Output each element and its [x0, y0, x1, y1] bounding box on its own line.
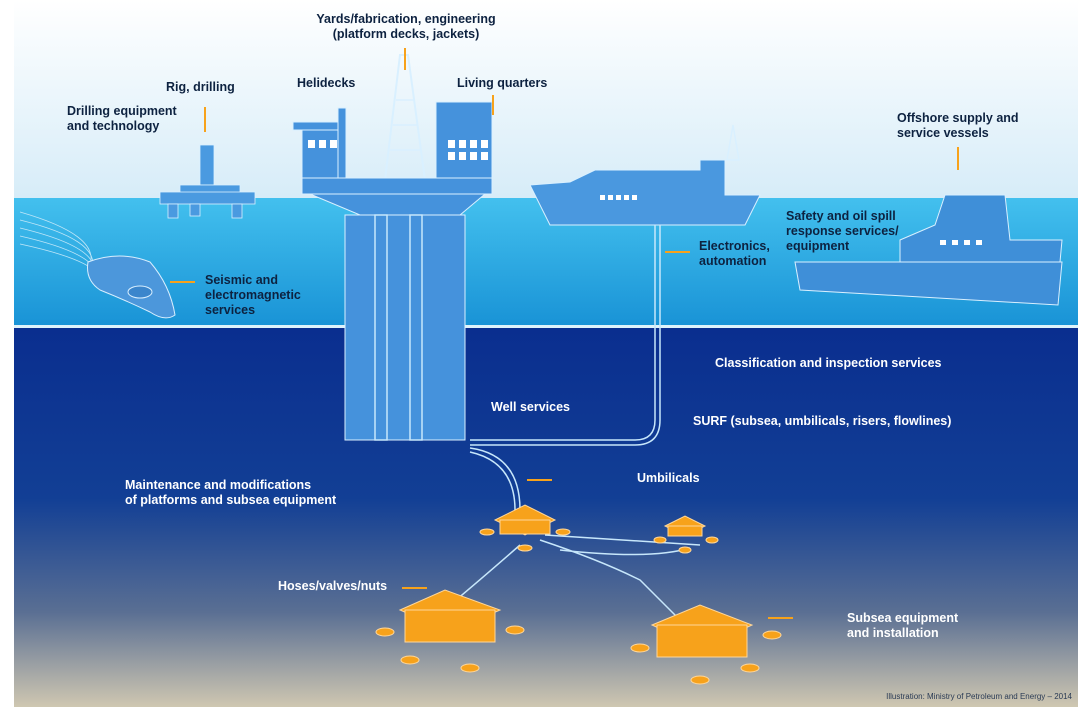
label-offshore-supply: Offshore supply and service vessels — [897, 111, 1019, 140]
platform-windows — [308, 140, 488, 160]
subsea-template-small-1 — [479, 504, 571, 552]
label-living-quarters: Living quarters — [457, 76, 548, 90]
label-yards: Yards/fabrication, engineering (platform… — [316, 12, 496, 41]
label-maintenance: Maintenance and modifications of platfor… — [125, 478, 337, 507]
subsea-template-large-1 — [375, 589, 525, 673]
sky-background — [14, 0, 1078, 200]
supply-vessel-windows — [940, 240, 982, 245]
label-rig-drilling: Rig, drilling — [166, 80, 235, 94]
label-well-services: Well services — [491, 400, 570, 414]
illustration-credit: Illustration: Ministry of Petroleum and … — [886, 692, 1072, 701]
subsea-template-large-2 — [630, 604, 782, 685]
label-hoses: Hoses/valves/nuts — [278, 579, 388, 593]
platform-leg-outlines — [374, 214, 423, 441]
supply-vessel — [794, 194, 1063, 306]
drilling-ship-portholes — [600, 195, 637, 200]
label-classification: Classification and inspection services — [715, 356, 942, 370]
label-subsea-equipment: Subsea equipment and installation — [847, 611, 959, 640]
label-safety-oil-spill: Safety and oil spill response services/ … — [786, 209, 899, 253]
subsea-template-small-2 — [653, 515, 719, 554]
drilling-ship — [529, 124, 761, 226]
label-surf: SURF (subsea, umbilicals, risers, flowli… — [693, 414, 952, 428]
seismic-vessel — [87, 255, 176, 319]
label-electronics: Electronics, automation — [699, 239, 770, 268]
drilling-rig — [159, 144, 256, 219]
production-platform — [292, 54, 493, 441]
label-drilling-equipment: Drilling equipment and technology — [67, 104, 177, 133]
label-helidecks: Helidecks — [297, 76, 356, 90]
waterline-divider — [14, 325, 1078, 328]
label-seismic: Seismic and electromagnetic services — [205, 273, 301, 317]
label-leader-lines — [170, 48, 959, 619]
label-umbilicals: Umbilicals — [637, 471, 700, 485]
